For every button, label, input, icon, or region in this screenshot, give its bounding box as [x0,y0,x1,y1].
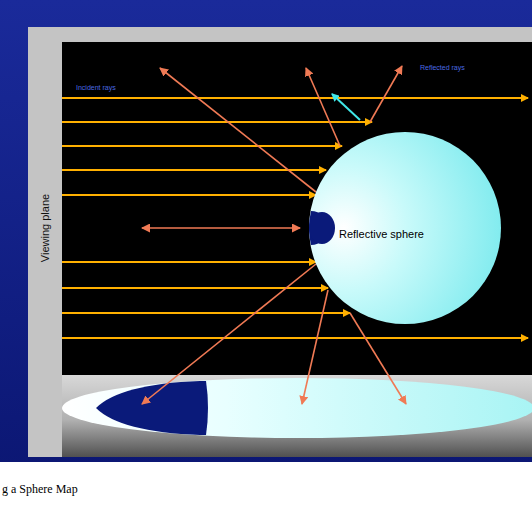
node-label: Reflective sphere [339,228,424,240]
scene-ground [62,42,532,375]
caption-strip [0,462,532,516]
sphere-node: Reflective sphere [308,131,502,325]
annotation-label: Incident rays [76,84,116,91]
surface-normal [332,94,360,120]
sphere-map-image [62,378,532,438]
map-dark-blob [96,381,208,435]
annotation-label: Viewing plane [39,194,51,262]
incident-rays [62,98,528,338]
annotation-label: Reflected rays [420,64,465,71]
slide-caption: g a Sphere Map [2,482,78,497]
